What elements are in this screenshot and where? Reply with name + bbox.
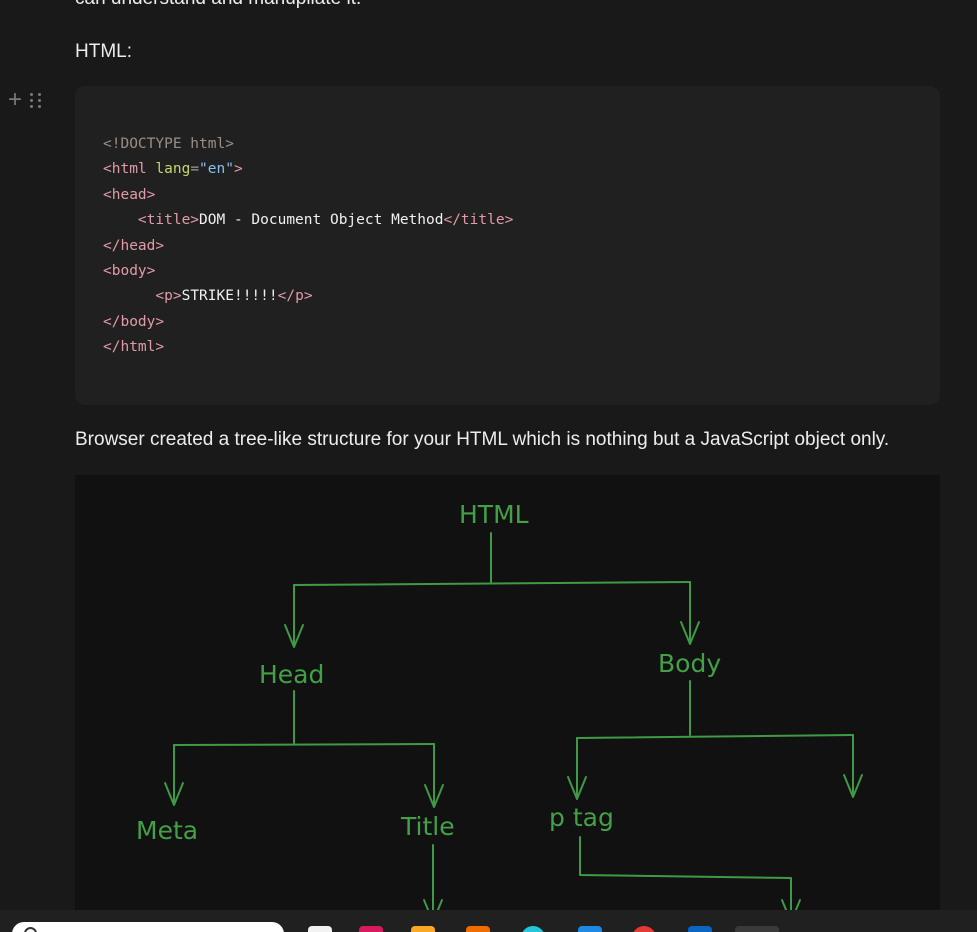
arrow-empty-child [843, 774, 863, 798]
node-html: HTML [459, 500, 529, 529]
arrow-ptag-node [567, 776, 587, 800]
code-editor-icon[interactable] [578, 926, 602, 932]
edge-ptag-down [579, 836, 792, 921]
code-doctype: <!DOCTYPE html> [103, 136, 234, 152]
code-html-close: </html> [103, 339, 165, 356]
edge-head-branch [173, 743, 435, 746]
edge-body-branch [576, 734, 854, 739]
taskbar-app-icon[interactable] [359, 926, 383, 932]
code-p-open: <p> [155, 288, 182, 305]
taskbar [0, 910, 977, 932]
code-head-open: <head> [103, 186, 156, 203]
block-handles: + [6, 86, 42, 113]
code-p-text: STRIKE!!!!! [181, 288, 278, 305]
code-html-open: <html [103, 161, 147, 178]
code-lang-attr: lang [155, 161, 191, 178]
taskbar-app-icon[interactable] [466, 926, 490, 932]
node-meta: Meta [136, 816, 198, 845]
code-title-close: </title> [443, 212, 514, 229]
code-body-open: <body> [103, 263, 156, 280]
code-content: <!DOCTYPE html> <html lang="en"> <head> … [103, 132, 912, 361]
code-title-text: DOM - Document Object Method [199, 212, 444, 229]
code-eq: = [190, 161, 200, 178]
code-p-close: </p> [277, 288, 313, 305]
dom-tree-svg: HTML Head Body Meta Title [136, 500, 863, 923]
folder-icon[interactable] [411, 926, 435, 932]
edge-html-branch [293, 581, 691, 586]
plus-icon[interactable]: + [7, 86, 22, 113]
code-bracket: > [233, 161, 243, 178]
node-body: Body [658, 649, 721, 678]
code-head-close: </head> [103, 237, 165, 254]
taskbar-app-icon[interactable] [521, 926, 545, 932]
arrow-title-node [424, 784, 444, 808]
dom-tree-paragraph: Browser created a tree-like structure fo… [75, 429, 890, 450]
node-head: Head [259, 660, 324, 689]
taskbar-app-icon[interactable] [688, 926, 712, 932]
drag-handle-icon[interactable] [30, 92, 42, 108]
notion-icon[interactable] [735, 926, 779, 932]
intro-text-tail: can understand and manupilate it. [75, 0, 361, 10]
arrow-meta-node [164, 782, 184, 806]
node-title: Title [400, 812, 455, 841]
arrow-head-node [284, 624, 304, 648]
code-title-open: <title> [137, 212, 200, 229]
arrow-body-node [680, 621, 700, 645]
html-label: HTML: [75, 41, 132, 62]
taskbar-app-icon[interactable] [308, 926, 332, 932]
code-body-close: </body> [103, 313, 165, 330]
taskbar-search[interactable] [12, 922, 284, 932]
code-lang-value: "en" [199, 161, 234, 178]
search-icon [24, 927, 37, 932]
dom-tree-diagram: HTML Head Body Meta Title [75, 475, 940, 932]
browser-icon[interactable] [632, 926, 656, 932]
code-block[interactable]: <!DOCTYPE html> <html lang="en"> <head> … [75, 86, 940, 405]
node-ptag: p tag [549, 803, 614, 832]
